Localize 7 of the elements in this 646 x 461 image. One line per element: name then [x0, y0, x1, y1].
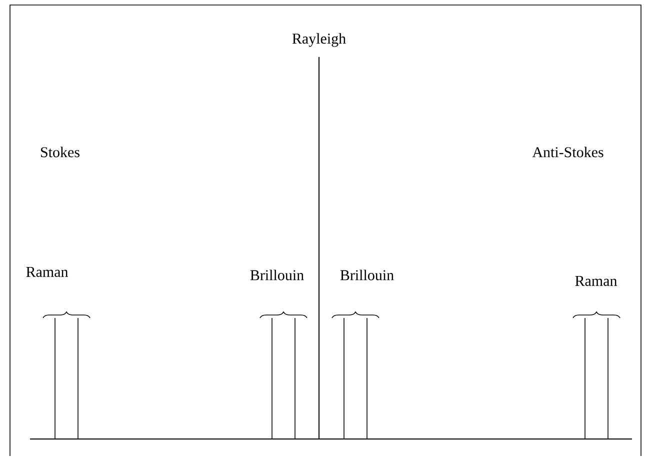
spectrum-label: Brillouin: [340, 270, 394, 280]
spectrum-label: Anti-Stokes: [532, 146, 604, 158]
spectrum-label: Rayleigh: [292, 33, 346, 47]
spectrum-label: Raman: [575, 276, 618, 286]
spectrum-label: Brillouin: [250, 270, 304, 280]
spectrum-label: Stokes: [41, 146, 80, 158]
spectrum-label: Raman: [26, 267, 68, 277]
